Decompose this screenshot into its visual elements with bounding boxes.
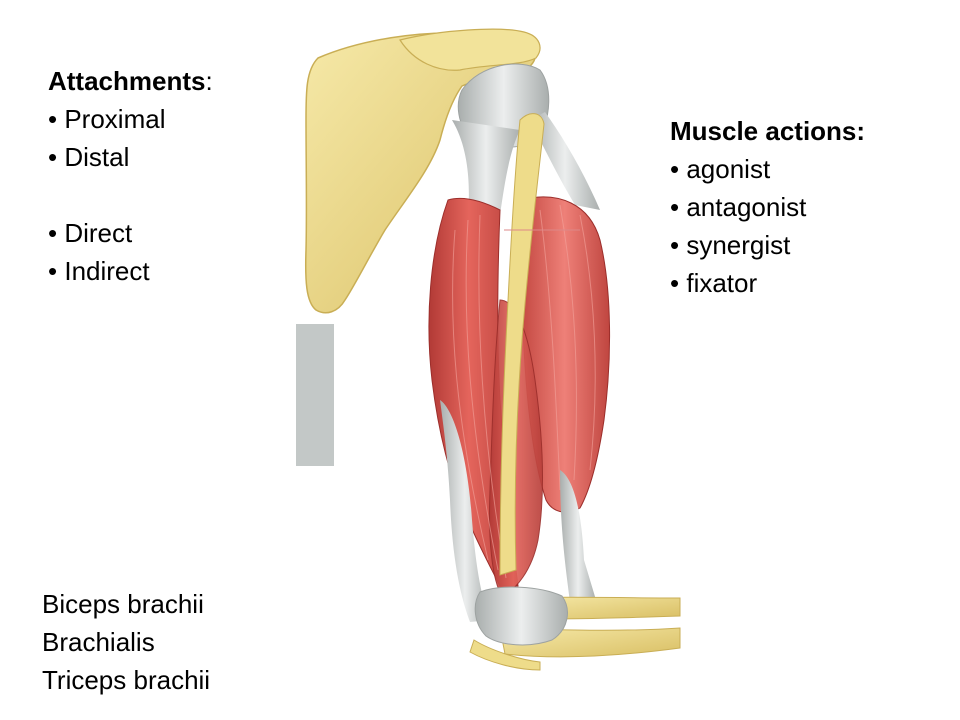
attachments-item-distal: • Distal [48, 142, 130, 172]
muscle-actions-list: Muscle actions: • agonist • antagonist •… [670, 112, 865, 302]
elbow-tendons-left [440, 400, 490, 622]
muscle-actions-item-agonist: • agonist [670, 154, 771, 184]
muscle-actions-heading: Muscle actions: [670, 116, 866, 146]
attachments-list: Attachments: • Proximal • Distal • Direc… [48, 62, 213, 290]
muscle-actions-item-antagonist: • antagonist [670, 192, 807, 222]
olecranon [469, 639, 541, 671]
muscle-names-list: Biceps brachii Brachialis Triceps brachi… [42, 585, 210, 699]
attachments-item-indirect: • Indirect [48, 256, 150, 286]
muscle-name-biceps-brachii: Biceps brachii [42, 589, 204, 619]
upper-tendons-right [530, 112, 600, 210]
acromion [399, 28, 541, 71]
muscle-actions-item-fixator: • fixator [670, 268, 758, 298]
attachments-heading: Attachments: [48, 66, 213, 96]
upper-tendons [452, 120, 520, 215]
muscle-fibers [452, 204, 596, 579]
attachments-item-proximal: • Proximal [48, 104, 166, 134]
muscle-name-brachialis: Brachialis [42, 627, 155, 657]
placeholder-box [296, 324, 334, 466]
elbow-tendons-right [560, 470, 596, 602]
attachments-item-direct: • Direct [48, 218, 133, 248]
humerus-bone [499, 113, 545, 576]
muscle-actions-item-synergist: • synergist [670, 230, 791, 260]
elbow-joint [474, 586, 568, 646]
muscle-name-triceps-brachii: Triceps brachii [42, 665, 211, 695]
